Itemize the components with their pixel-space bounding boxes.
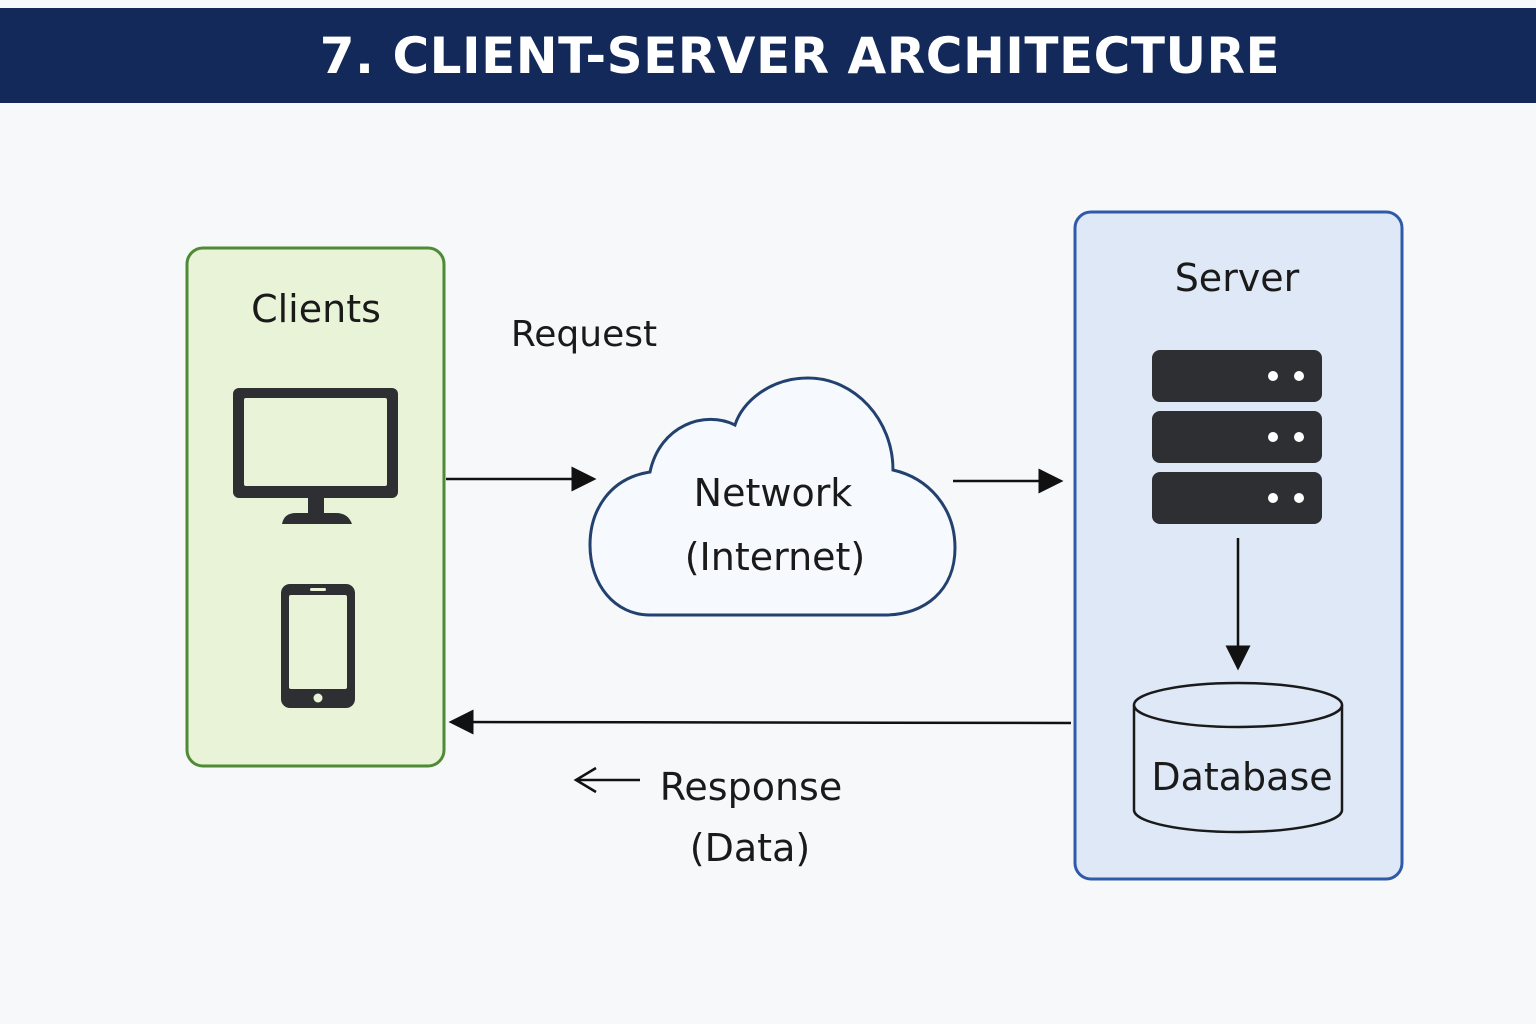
response-small-arrow-icon	[573, 766, 640, 794]
network-sublabel: (Internet)	[685, 535, 866, 579]
response-arrow-to-clients	[448, 709, 1072, 735]
network-label: Network	[694, 471, 853, 515]
response-sublabel: (Data)	[690, 826, 810, 870]
clients-panel: Clients	[185, 246, 446, 768]
request-label: Request	[511, 314, 657, 355]
response-label: Response	[660, 765, 843, 809]
desktop-monitor-icon	[233, 388, 398, 524]
server-panel: Server Database	[1073, 210, 1404, 881]
network-cloud: Network (Internet)	[588, 376, 957, 617]
page-title: 7. CLIENT-SERVER ARCHITECTURE	[319, 26, 1281, 85]
server-rack-icon	[1152, 350, 1322, 524]
database-cylinder-icon	[1132, 681, 1344, 834]
clients-label: Clients	[251, 287, 381, 331]
database-label: Database	[1151, 755, 1332, 799]
smartphone-icon	[281, 584, 355, 708]
server-label: Server	[1175, 256, 1300, 300]
title-bar: 7. CLIENT-SERVER ARCHITECTURE	[0, 8, 1536, 103]
cloud-icon	[588, 376, 957, 617]
